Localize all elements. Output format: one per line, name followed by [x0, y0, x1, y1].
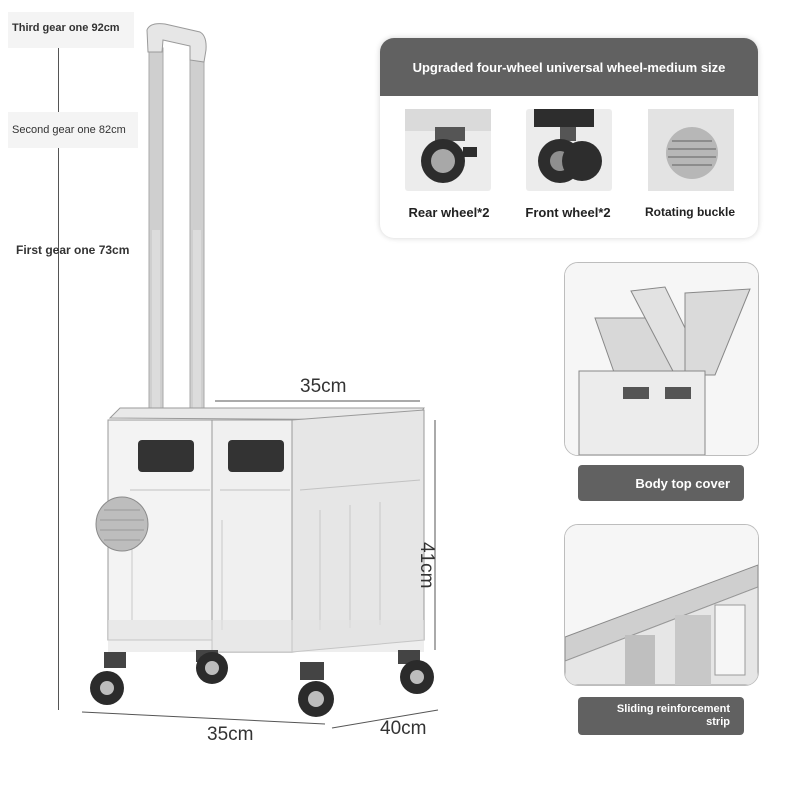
depth-line [331, 709, 439, 729]
rotating-buckle-image [648, 109, 734, 191]
wheel-panel-title: Upgraded four-wheel universal wheel-medi… [380, 38, 758, 96]
rear-wheel-image [405, 109, 491, 191]
gear-label-third: Third gear one 92cm [12, 22, 120, 34]
gear-band-second [8, 112, 138, 148]
top-cover-card [564, 262, 759, 456]
top-cover-label: Body top cover [635, 475, 730, 491]
wheel-feature-panel: Upgraded four-wheel universal wheel-medi… [380, 38, 758, 238]
top-cover-caption: Body top cover [578, 465, 744, 501]
rotating-buckle-label: Rotating buckle [644, 205, 735, 219]
front-wheel-label: Front wheel*2 [525, 205, 611, 220]
height-label: 41cm [416, 542, 437, 589]
front-wheel-image [526, 109, 612, 191]
rear-wheel-label: Rear wheel*2 [408, 205, 490, 220]
cart-body [95, 407, 425, 653]
cart-wheels [90, 650, 434, 717]
bottom-width-line [81, 711, 326, 725]
telescopic-handle [146, 23, 207, 413]
strip-label-line2: strip [706, 716, 730, 728]
reinforcement-strip-card [564, 524, 759, 686]
depth-label: 40cm [380, 718, 427, 739]
top-width-label: 35cm [300, 376, 347, 397]
trolley-cart-image [81, 23, 439, 729]
reinforcement-strip-caption: Sliding reinforcement strip [578, 697, 744, 735]
gear-band-third [8, 12, 134, 48]
strip-label-line1: Sliding reinforcement [616, 703, 730, 715]
height-guide-line [58, 20, 59, 710]
gear-label-first: First gear one 73cm [16, 243, 130, 257]
bottom-width-label: 35cm [207, 724, 254, 745]
gear-label-second: Second gear one 82cm [12, 124, 126, 136]
